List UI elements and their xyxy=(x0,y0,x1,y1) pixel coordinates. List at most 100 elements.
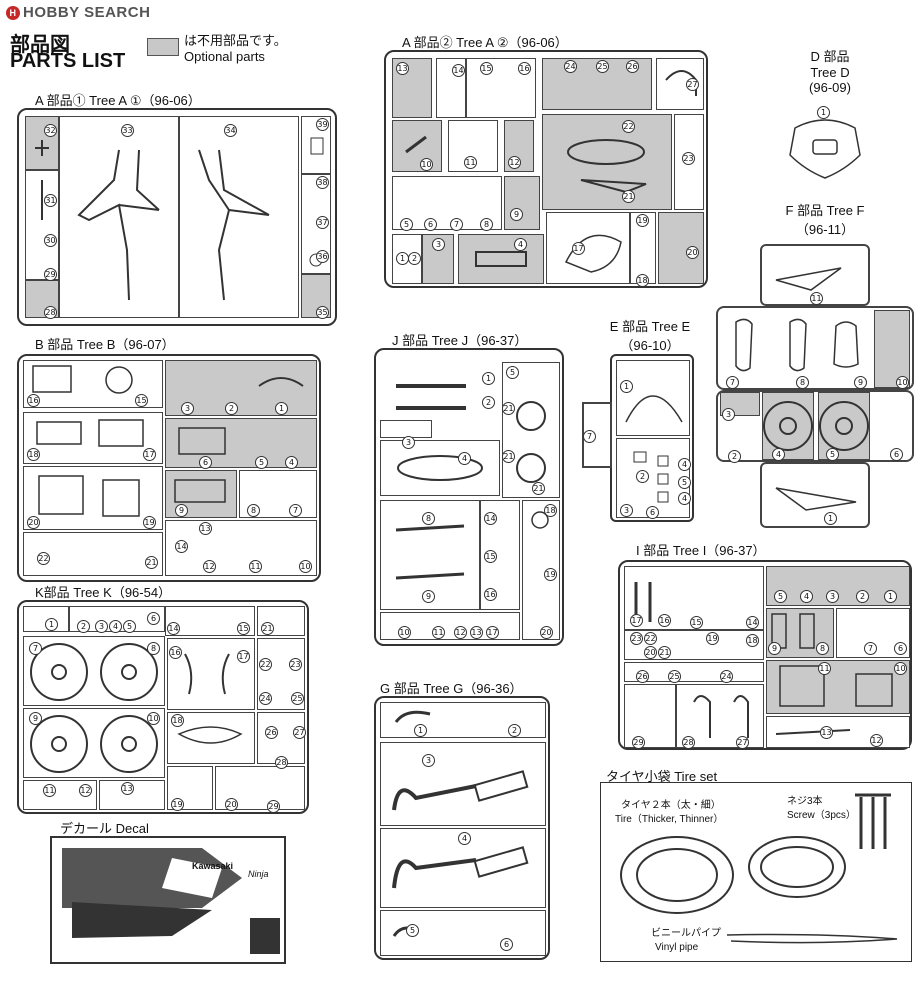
part-number: 10 xyxy=(299,560,312,573)
part-number: 17 xyxy=(630,614,643,627)
part-number: 4 xyxy=(458,832,471,845)
f-cell-10 xyxy=(874,310,910,388)
part-number: 23 xyxy=(630,632,643,645)
part-number: 6 xyxy=(890,448,903,461)
tree-f: 11 7 8 9 10 3 2 4 5 6 1 xyxy=(716,240,914,530)
part-number: 6 xyxy=(147,612,160,625)
part-number: 10 xyxy=(398,626,411,639)
tree-b-title: B 部品 Tree B（96-07） xyxy=(35,337,175,352)
legend-text: は不用部品です。Optional parts xyxy=(184,33,287,65)
part-number: 26 xyxy=(265,726,278,739)
f-cell-4 xyxy=(762,392,814,460)
part-number: 15 xyxy=(135,394,148,407)
part-number: 17 xyxy=(143,448,156,461)
part-number: 29 xyxy=(267,800,280,813)
part-number: 8 xyxy=(480,218,493,231)
part-number: 2 xyxy=(636,470,649,483)
part-number: 4 xyxy=(514,238,527,251)
part-number: 6 xyxy=(424,218,437,231)
part-number: 4 xyxy=(772,448,785,461)
tree-f-title-2: （96-11） xyxy=(795,222,855,237)
part-number: 12 xyxy=(203,560,216,573)
part-number: 1 xyxy=(884,590,897,603)
tree-f-title: F 部品 Tree F （96-11） xyxy=(760,200,890,238)
part-number: 20 xyxy=(27,516,40,529)
screw-jp: ネジ3本 xyxy=(787,796,823,807)
part-number: 21 xyxy=(658,646,671,659)
tree-b: 16 15 3 2 1 18 17 6 5 4 20 19 9 8 7 22 2… xyxy=(17,354,321,582)
part-number: 23 xyxy=(682,152,695,165)
part-number: 22 xyxy=(644,632,657,645)
logo-mark: H xyxy=(6,6,20,20)
part-number: 28 xyxy=(275,756,288,769)
part-number: 21 xyxy=(502,450,515,463)
part-number: 39 xyxy=(316,118,329,131)
part-number: 22 xyxy=(37,552,50,565)
logo-text: HOBBY SEARCH xyxy=(23,4,151,21)
part-number: 16 xyxy=(169,646,182,659)
part-number: 9 xyxy=(510,208,523,221)
part-number: 22 xyxy=(259,658,272,671)
part-number: 12 xyxy=(454,626,467,639)
part-number: 25 xyxy=(668,670,681,683)
part-number: 18 xyxy=(171,714,184,727)
part-number: 25 xyxy=(596,60,609,73)
g-cell xyxy=(380,828,546,908)
part-number: 2 xyxy=(408,252,421,265)
part-number: 4 xyxy=(800,590,813,603)
part-number: 10 xyxy=(147,712,160,725)
part-number: 21 xyxy=(532,482,545,495)
decal-graphics xyxy=(62,848,280,954)
g-exhaust-sketch xyxy=(392,710,529,937)
a2-cell xyxy=(466,58,536,118)
a1-cell-34 xyxy=(179,116,299,318)
a1-cell-33 xyxy=(59,116,179,318)
part-number: 1 xyxy=(824,512,837,525)
part-number: 21 xyxy=(261,622,274,635)
part-number: 7 xyxy=(864,642,877,655)
part-number: 3 xyxy=(95,620,108,633)
part-number: 27 xyxy=(293,726,306,739)
part-number: 12 xyxy=(79,784,92,797)
a1-frame-sketch xyxy=(35,137,324,301)
tree-d-cowl-sketch xyxy=(789,119,861,179)
legend-jp: は不用部品です。 xyxy=(184,33,287,48)
part-number: 31 xyxy=(44,194,57,207)
part-number: 24 xyxy=(720,670,733,683)
part-number: 15 xyxy=(690,616,703,629)
part-number: 4 xyxy=(109,620,122,633)
part-number: 22 xyxy=(622,120,635,133)
part-number: 5 xyxy=(400,218,413,231)
part-number: 13 xyxy=(121,782,134,795)
part-number: 38 xyxy=(316,176,329,189)
part-number: 19 xyxy=(544,568,557,581)
part-number: 14 xyxy=(746,616,759,629)
part-number: 2 xyxy=(508,724,521,737)
part-number: 9 xyxy=(175,504,188,517)
tree-g: 1 2 3 4 5 6 xyxy=(374,696,550,960)
part-number: 7 xyxy=(29,642,42,655)
part-number: 6 xyxy=(199,456,212,469)
part-number: 15 xyxy=(484,550,497,563)
part-number: 9 xyxy=(29,712,42,725)
part-number: 5 xyxy=(826,448,839,461)
part-number: 7 xyxy=(583,430,596,443)
i-cell xyxy=(624,566,764,630)
part-number: 2 xyxy=(225,402,238,415)
tree-d-title-2: Tree D xyxy=(810,65,850,80)
tree-a1: 32 33 34 39 31 38 30 37 29 36 28 35 xyxy=(17,108,337,326)
part-number: 28 xyxy=(682,736,695,749)
part-number: 11 xyxy=(818,662,831,675)
a2-cell xyxy=(542,114,672,210)
part-number: 8 xyxy=(422,512,435,525)
part-number: 24 xyxy=(564,60,577,73)
part-number: 27 xyxy=(686,78,699,91)
part-number: 1 xyxy=(482,372,495,385)
part-number: 15 xyxy=(237,622,250,635)
part-number: 9 xyxy=(768,642,781,655)
tree-e-title: E 部品 Tree E （96-10） xyxy=(600,316,700,354)
part-number: 35 xyxy=(316,306,329,319)
tree-a2-title: A 部品② Tree A ②（96-06） xyxy=(402,35,568,50)
k-parts-sketch xyxy=(30,643,243,773)
part-number: 3 xyxy=(722,408,735,421)
